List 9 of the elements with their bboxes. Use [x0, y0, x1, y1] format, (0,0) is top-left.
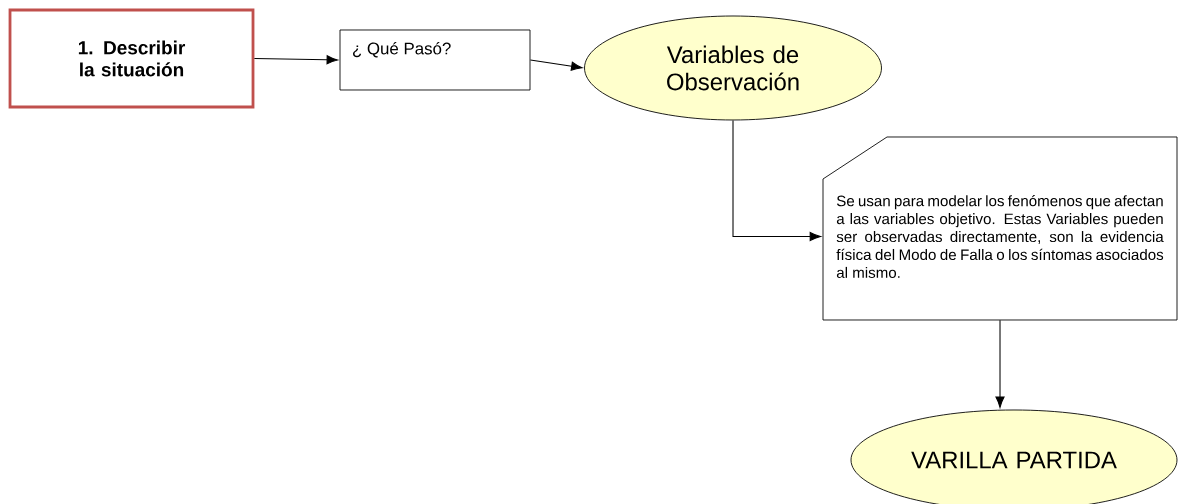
step-box: 1. Describir la situación — [8, 8, 255, 109]
ellipse-node: Variables de Observación — [584, 15, 882, 121]
arrow — [995, 319, 1005, 408]
ellipse-node: VARILLA PARTIDA — [850, 409, 1178, 504]
note-box: Se usan para modelar los fenómenos que afectan a las variables objetivo. Estas Variables pueden ser observadas directamente, son la evidencia física del Modo de Falla o los síntomas asociados al mismo. — [822, 136, 1178, 321]
arrow — [732, 119, 822, 242]
arrow — [253, 55, 338, 65]
arrow — [529, 59, 583, 71]
process-box: ¿ Qué Pasó? — [339, 29, 531, 91]
